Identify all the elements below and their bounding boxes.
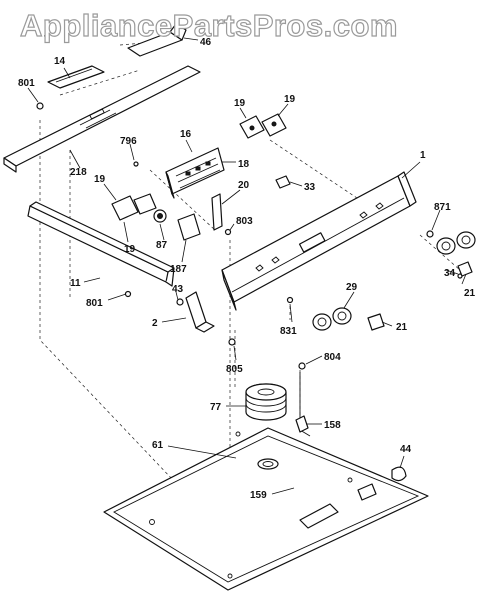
label-2: 2 bbox=[152, 318, 158, 329]
part-knobs-right bbox=[436, 231, 476, 277]
label-19-c: 19 bbox=[94, 174, 106, 185]
label-87: 87 bbox=[156, 240, 168, 251]
part-44-clip bbox=[391, 466, 407, 482]
part-11-front-trim bbox=[27, 201, 175, 287]
label-21-right: 21 bbox=[464, 288, 476, 299]
label-801-upper: 801 bbox=[18, 78, 35, 89]
label-46: 46 bbox=[200, 37, 212, 48]
label-19-a: 19 bbox=[234, 98, 246, 109]
part-19-switch-left bbox=[111, 193, 167, 223]
label-804: 804 bbox=[324, 352, 341, 363]
label-61: 61 bbox=[152, 440, 164, 451]
part-labels: 4 14 46 801 218 16 18 19 19 796 19 19 87… bbox=[18, 30, 476, 501]
label-19-d: 19 bbox=[124, 244, 136, 255]
part-61-base-pan bbox=[103, 427, 429, 591]
label-158: 158 bbox=[324, 420, 341, 431]
label-18: 18 bbox=[238, 159, 250, 170]
label-803: 803 bbox=[236, 216, 253, 227]
part-14-plate bbox=[47, 65, 105, 89]
part-187-component bbox=[177, 213, 201, 241]
label-77: 77 bbox=[210, 402, 222, 413]
label-33: 33 bbox=[304, 182, 316, 193]
part-218-rear-panel bbox=[3, 65, 201, 173]
label-20: 20 bbox=[238, 180, 250, 191]
part-77-coil bbox=[245, 383, 287, 421]
label-21-lower: 21 bbox=[396, 322, 408, 333]
part-20-bracket bbox=[211, 193, 223, 231]
part-2-bracket bbox=[185, 291, 215, 333]
label-159: 159 bbox=[250, 490, 267, 501]
label-871: 871 bbox=[434, 202, 451, 213]
label-187: 187 bbox=[170, 264, 187, 275]
label-11: 11 bbox=[70, 278, 81, 289]
label-801-lower: 801 bbox=[86, 298, 103, 309]
label-218: 218 bbox=[70, 167, 87, 178]
label-14: 14 bbox=[54, 56, 66, 67]
part-1-control-panel bbox=[221, 171, 417, 311]
label-1: 1 bbox=[420, 150, 426, 161]
label-cut: 4 bbox=[44, 30, 50, 41]
label-43: 43 bbox=[172, 284, 184, 295]
part-158-rod bbox=[295, 372, 311, 437]
label-831: 831 bbox=[280, 326, 297, 337]
part-33-clip bbox=[275, 175, 291, 189]
part-16-control-board bbox=[165, 147, 225, 199]
leader-lines bbox=[27, 37, 467, 495]
part-19-switches-upper bbox=[239, 113, 287, 139]
part-46-bracket bbox=[127, 23, 187, 57]
label-34: 34 bbox=[444, 268, 456, 279]
part-29-knobs bbox=[312, 307, 352, 331]
label-19-b: 19 bbox=[284, 94, 296, 105]
label-29: 29 bbox=[346, 282, 358, 293]
label-16: 16 bbox=[180, 129, 192, 140]
label-805: 805 bbox=[226, 364, 243, 375]
label-44: 44 bbox=[400, 444, 412, 455]
label-796: 796 bbox=[120, 136, 137, 147]
part-21-knob-lower bbox=[367, 313, 385, 331]
